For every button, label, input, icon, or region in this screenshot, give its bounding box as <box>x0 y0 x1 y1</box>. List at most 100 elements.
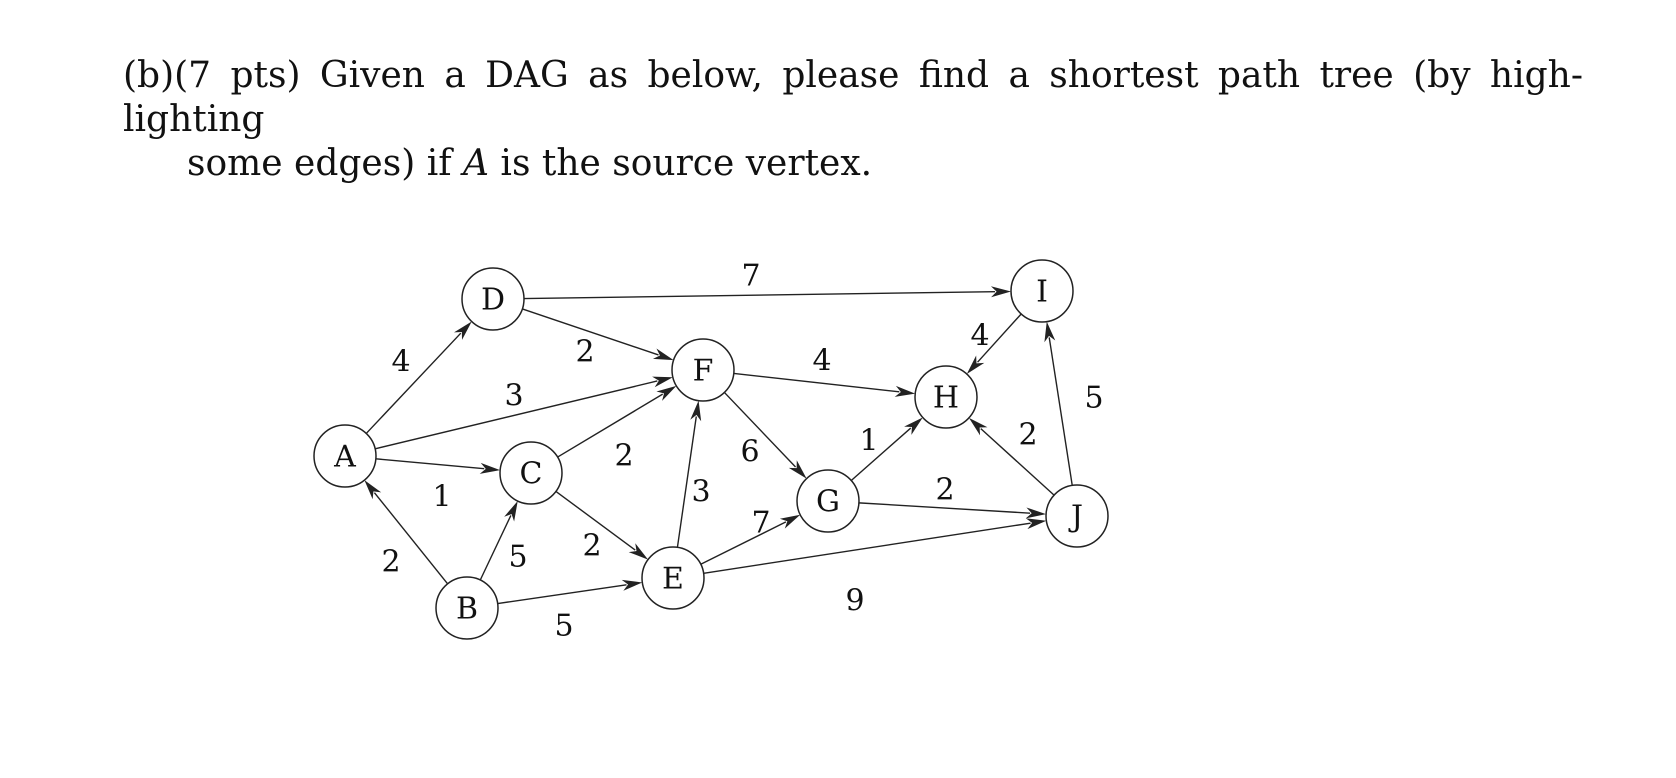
node-label: E <box>662 562 684 597</box>
edge-line <box>522 308 659 356</box>
node-label: C <box>520 457 543 492</box>
node-label: J <box>1068 500 1083 535</box>
edge-weight-label: 2 <box>935 473 954 508</box>
node-b: B <box>435 576 499 640</box>
edge-line <box>703 522 1031 574</box>
edge-weight-label: 3 <box>504 379 523 414</box>
arrowhead <box>966 355 985 375</box>
node-h: H <box>914 365 978 429</box>
edge-b-a: 2 <box>364 480 449 585</box>
edge-g-h: 1 <box>850 417 923 482</box>
edge-i-h: 4 <box>966 313 1022 375</box>
edge-weight-label: 2 <box>614 439 633 474</box>
nodes-layer: A B C D E F G H I J <box>313 259 1109 640</box>
node-label: G <box>816 485 840 520</box>
arrowhead <box>504 501 518 522</box>
arrowhead <box>628 543 649 560</box>
edge-weight-label: 4 <box>970 319 989 354</box>
edge-weight-label: 2 <box>582 529 601 564</box>
edge-weight-label: 5 <box>554 609 573 644</box>
edge-weight-label: 6 <box>740 435 759 470</box>
node-circle <box>1045 484 1109 548</box>
edge-line <box>858 502 1031 514</box>
node-circle <box>461 267 525 331</box>
node-label: I <box>1036 275 1048 310</box>
arrowhead <box>652 376 673 388</box>
edge-weight-label: 1 <box>432 480 451 515</box>
arrowhead <box>454 321 472 340</box>
node-c: C <box>499 441 563 505</box>
edge-weight-label: 4 <box>391 345 410 380</box>
edge-line <box>980 428 1055 496</box>
edge-weight-label: 9 <box>845 584 864 619</box>
node-d: D <box>461 267 525 331</box>
edge-line <box>723 391 797 468</box>
arrowhead <box>479 462 501 474</box>
question-line-2-start: some edges) if <box>187 143 463 184</box>
node-circle <box>914 365 978 429</box>
edge-weight-label: 2 <box>1018 418 1037 453</box>
edge-weight-label: 7 <box>751 506 770 541</box>
edge-c-e: 2 <box>555 490 649 564</box>
edge-line <box>555 490 636 551</box>
node-label: B <box>456 592 478 627</box>
edge-c-f: 2 <box>557 385 677 474</box>
arrowhead <box>894 385 916 397</box>
arrowhead <box>1025 507 1047 519</box>
edge-line <box>977 313 1022 363</box>
edge-weight-label: 3 <box>691 475 710 510</box>
edge-weight-label: 2 <box>381 545 400 580</box>
edge-b-e: 5 <box>497 579 643 644</box>
edge-line <box>523 290 996 300</box>
node-label: H <box>933 381 959 416</box>
edge-weight-label: 2 <box>575 335 594 370</box>
node-circle <box>671 338 735 402</box>
question-line-2-end: is the source vertex. <box>488 143 873 184</box>
edge-weight-label: 7 <box>741 259 760 294</box>
node-g: G <box>796 469 860 533</box>
question-line-1: (b)(7 pts) Given a DAG as below, please … <box>123 55 1583 140</box>
edge-j-h: 2 <box>968 418 1055 496</box>
edge-g-j: 2 <box>858 473 1047 519</box>
arrowhead <box>1044 321 1056 343</box>
edge-line <box>557 393 664 458</box>
arrowhead <box>904 417 923 435</box>
edge-a-d: 4 <box>365 321 472 434</box>
node-circle <box>796 469 860 533</box>
node-f: F <box>671 338 735 402</box>
node-circle <box>313 424 377 488</box>
edge-j-i: 5 <box>1044 321 1104 486</box>
edge-a-f: 3 <box>374 376 673 450</box>
edge-b-c: 5 <box>479 501 528 581</box>
node-e: E <box>641 546 705 610</box>
edge-line <box>373 492 449 585</box>
edge-d-i: 7 <box>523 259 1012 300</box>
node-circle <box>435 576 499 640</box>
node-label: F <box>693 354 714 389</box>
node-label: A <box>333 440 356 475</box>
node-j: J <box>1045 484 1109 548</box>
node-i: I <box>1010 259 1074 323</box>
arrowhead <box>779 514 801 529</box>
edge-line <box>1048 337 1073 486</box>
edge-f-g: 6 <box>723 391 807 479</box>
edge-line <box>700 521 787 565</box>
edge-e-f: 3 <box>676 400 711 548</box>
edge-d-f: 2 <box>522 308 674 370</box>
edge-f-h: 4 <box>733 344 916 397</box>
edge-line <box>850 427 912 482</box>
edge-a-c: 1 <box>375 458 501 515</box>
edge-e-g: 7 <box>700 506 801 565</box>
node-label: D <box>481 283 505 318</box>
edge-e-j: 9 <box>703 518 1047 619</box>
edge-line <box>374 380 658 450</box>
arrowhead <box>990 286 1012 298</box>
question-text: (b)(7 pts) Given a DAG as below, please … <box>123 54 1583 186</box>
node-circle <box>641 546 705 610</box>
edge-line <box>479 515 512 581</box>
source-vertex-var: A <box>462 143 489 184</box>
arrowhead <box>788 460 807 479</box>
edge-line <box>676 416 697 548</box>
